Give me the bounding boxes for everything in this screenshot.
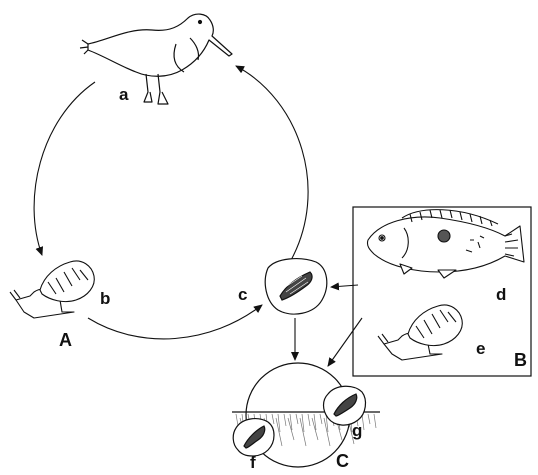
label-d: d	[496, 286, 506, 303]
cycle-arrows	[34, 66, 362, 366]
label-f: f	[250, 454, 256, 471]
label-c: c	[238, 286, 247, 303]
arrow-cyst-to-bird	[236, 66, 308, 262]
arrow-bird-to-snail	[34, 82, 95, 255]
arrow-box-to-seafloor	[328, 318, 362, 366]
arrow-snail-to-cyst	[88, 305, 262, 339]
label-g: g	[352, 422, 362, 439]
cyst-icon	[233, 419, 274, 456]
label-a: a	[119, 86, 128, 103]
snail-icon	[10, 261, 94, 318]
label-b: b	[100, 290, 110, 307]
label-C: C	[336, 452, 349, 470]
label-B: B	[514, 351, 527, 369]
label-A: A	[59, 331, 72, 349]
bird-icon	[80, 14, 232, 104]
fish-icon	[367, 210, 524, 278]
cyst-icon	[324, 386, 366, 425]
cyst-icon	[265, 259, 327, 314]
snail-icon	[378, 305, 462, 360]
arrow-box-to-cyst	[331, 285, 358, 287]
label-e: e	[476, 340, 485, 357]
